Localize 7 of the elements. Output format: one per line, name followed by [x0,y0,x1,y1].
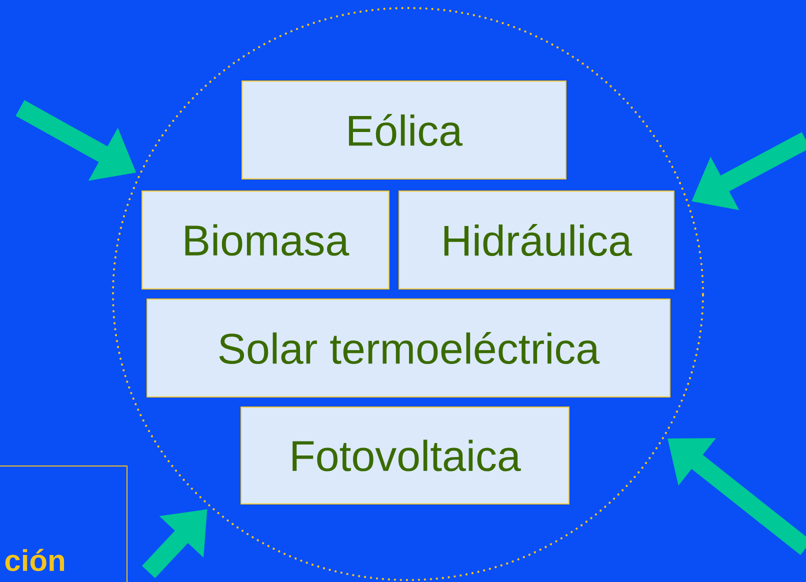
energy-box: Fotovoltaica [240,406,570,504]
energy-box: Solar termoeléctrica [146,298,670,398]
energy-box: Hidráulica [398,190,674,290]
text-box: ción [0,466,128,582]
dotted-circle [112,6,704,582]
energy-box: Eólica [242,80,566,180]
energy-box: Biomasa [142,190,390,290]
